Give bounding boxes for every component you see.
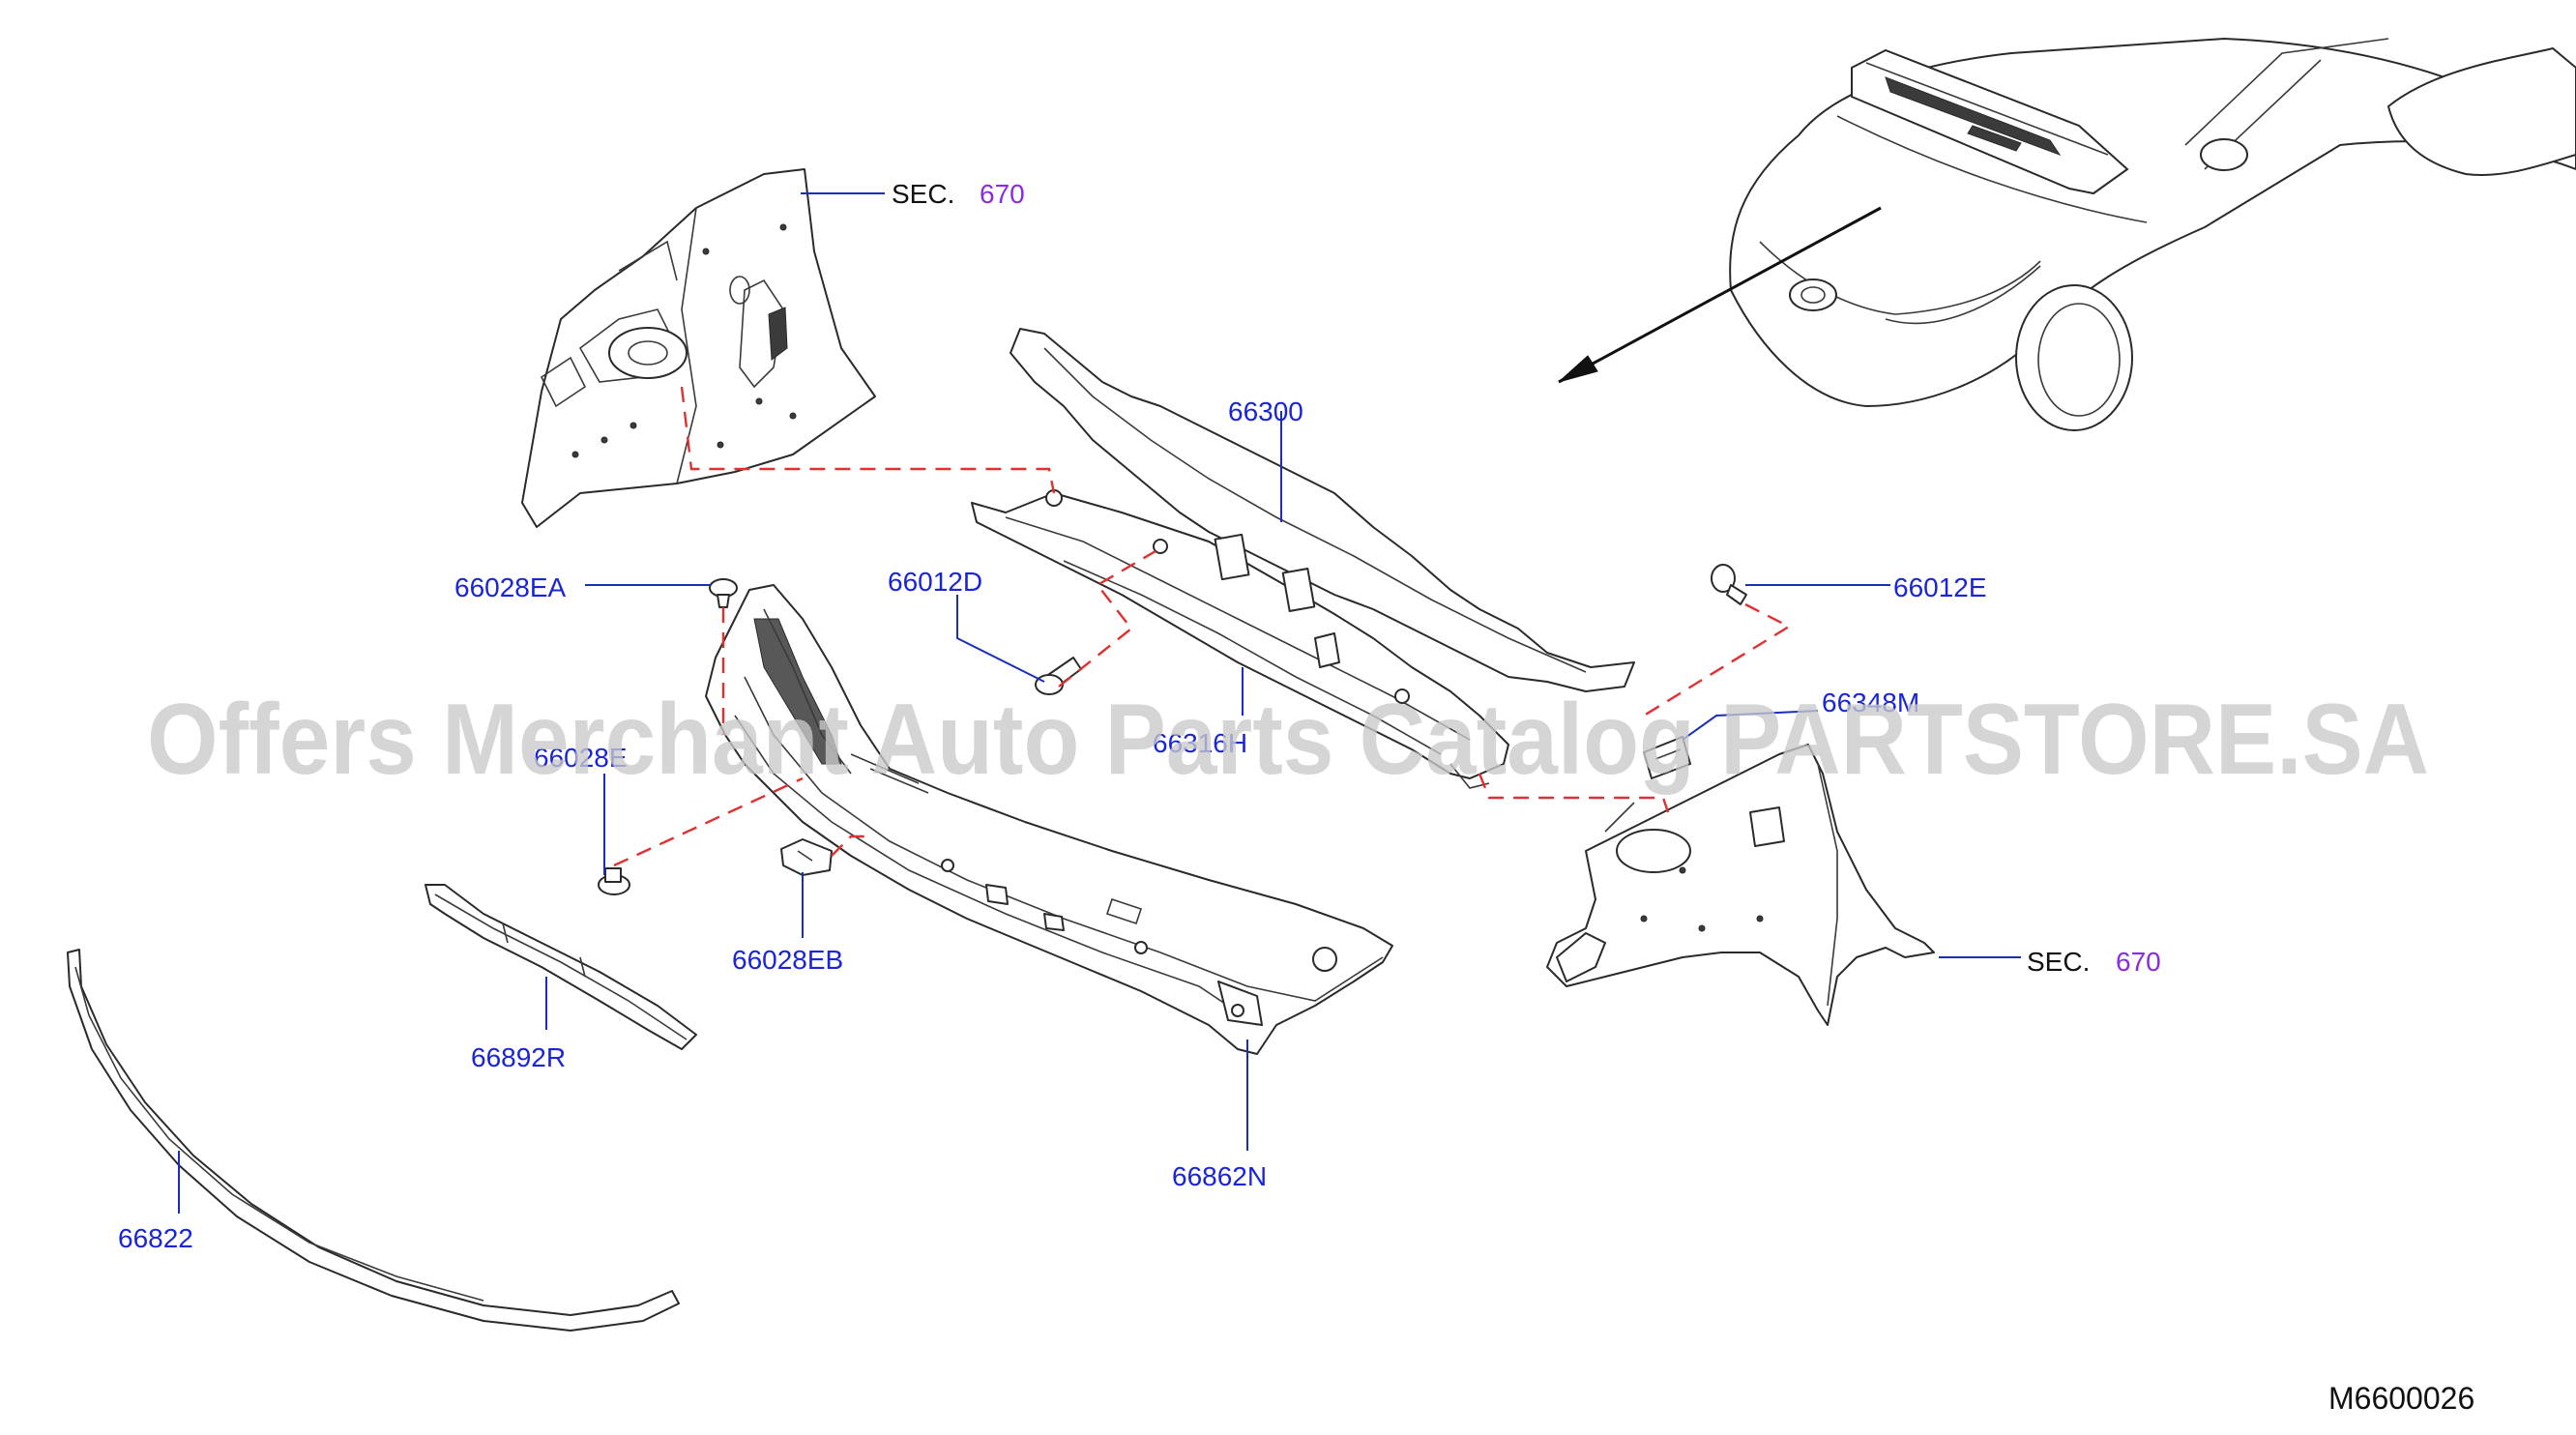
section-ref-top: SEC. 670 <box>892 179 1025 209</box>
section-ref-number: 670 <box>2116 947 2161 977</box>
part-66822-long-seal <box>67 949 680 1332</box>
callout-66892R: 66892R <box>471 1042 566 1072</box>
watermark-text: Offers Merchant Auto Parts Catalog PARTS… <box>147 684 2429 796</box>
clip-66028E <box>598 867 630 895</box>
callout-66028EB: 66028EB <box>732 945 843 975</box>
callout-66012D: 66012D <box>888 567 982 597</box>
right-hoodledge-panel <box>1546 744 1935 1026</box>
part-66892R-strip <box>424 884 697 1050</box>
part-66316H-cowl-bracket <box>971 489 1509 789</box>
callout-66822: 66822 <box>118 1223 193 1253</box>
part-66862N-cowl-top <box>705 584 1393 1055</box>
diagram-code: M6600026 <box>2328 1381 2474 1416</box>
clip-66012E <box>1711 564 1747 605</box>
section-ref-bottom: SEC. 670 <box>2027 947 2161 977</box>
section-ref-number: 670 <box>980 179 1025 209</box>
callout-66300: 66300 <box>1228 396 1303 426</box>
callout-66012E: 66012E <box>1893 572 1987 602</box>
clip-66348M <box>1643 736 1691 779</box>
vehicle-overview <box>1558 37 2576 431</box>
callout-66862N: 66862N <box>1172 1161 1267 1191</box>
section-ref-prefix: SEC. <box>892 179 954 209</box>
left-hoodledge-panel <box>521 168 876 528</box>
callout-66028EA: 66028EA <box>454 572 567 602</box>
callout-66028E: 66028E <box>534 743 628 773</box>
clip-66028EA <box>709 578 738 608</box>
leader-lines <box>178 192 2021 1214</box>
callout-66316H: 66316H <box>1153 728 1247 758</box>
callout-66348M: 66348M <box>1822 688 1919 718</box>
assembly-lines <box>613 386 1792 867</box>
clip-66028EB <box>780 838 833 876</box>
part-66300-seal <box>1010 328 1635 692</box>
section-ref-prefix: SEC. <box>2027 947 2090 977</box>
